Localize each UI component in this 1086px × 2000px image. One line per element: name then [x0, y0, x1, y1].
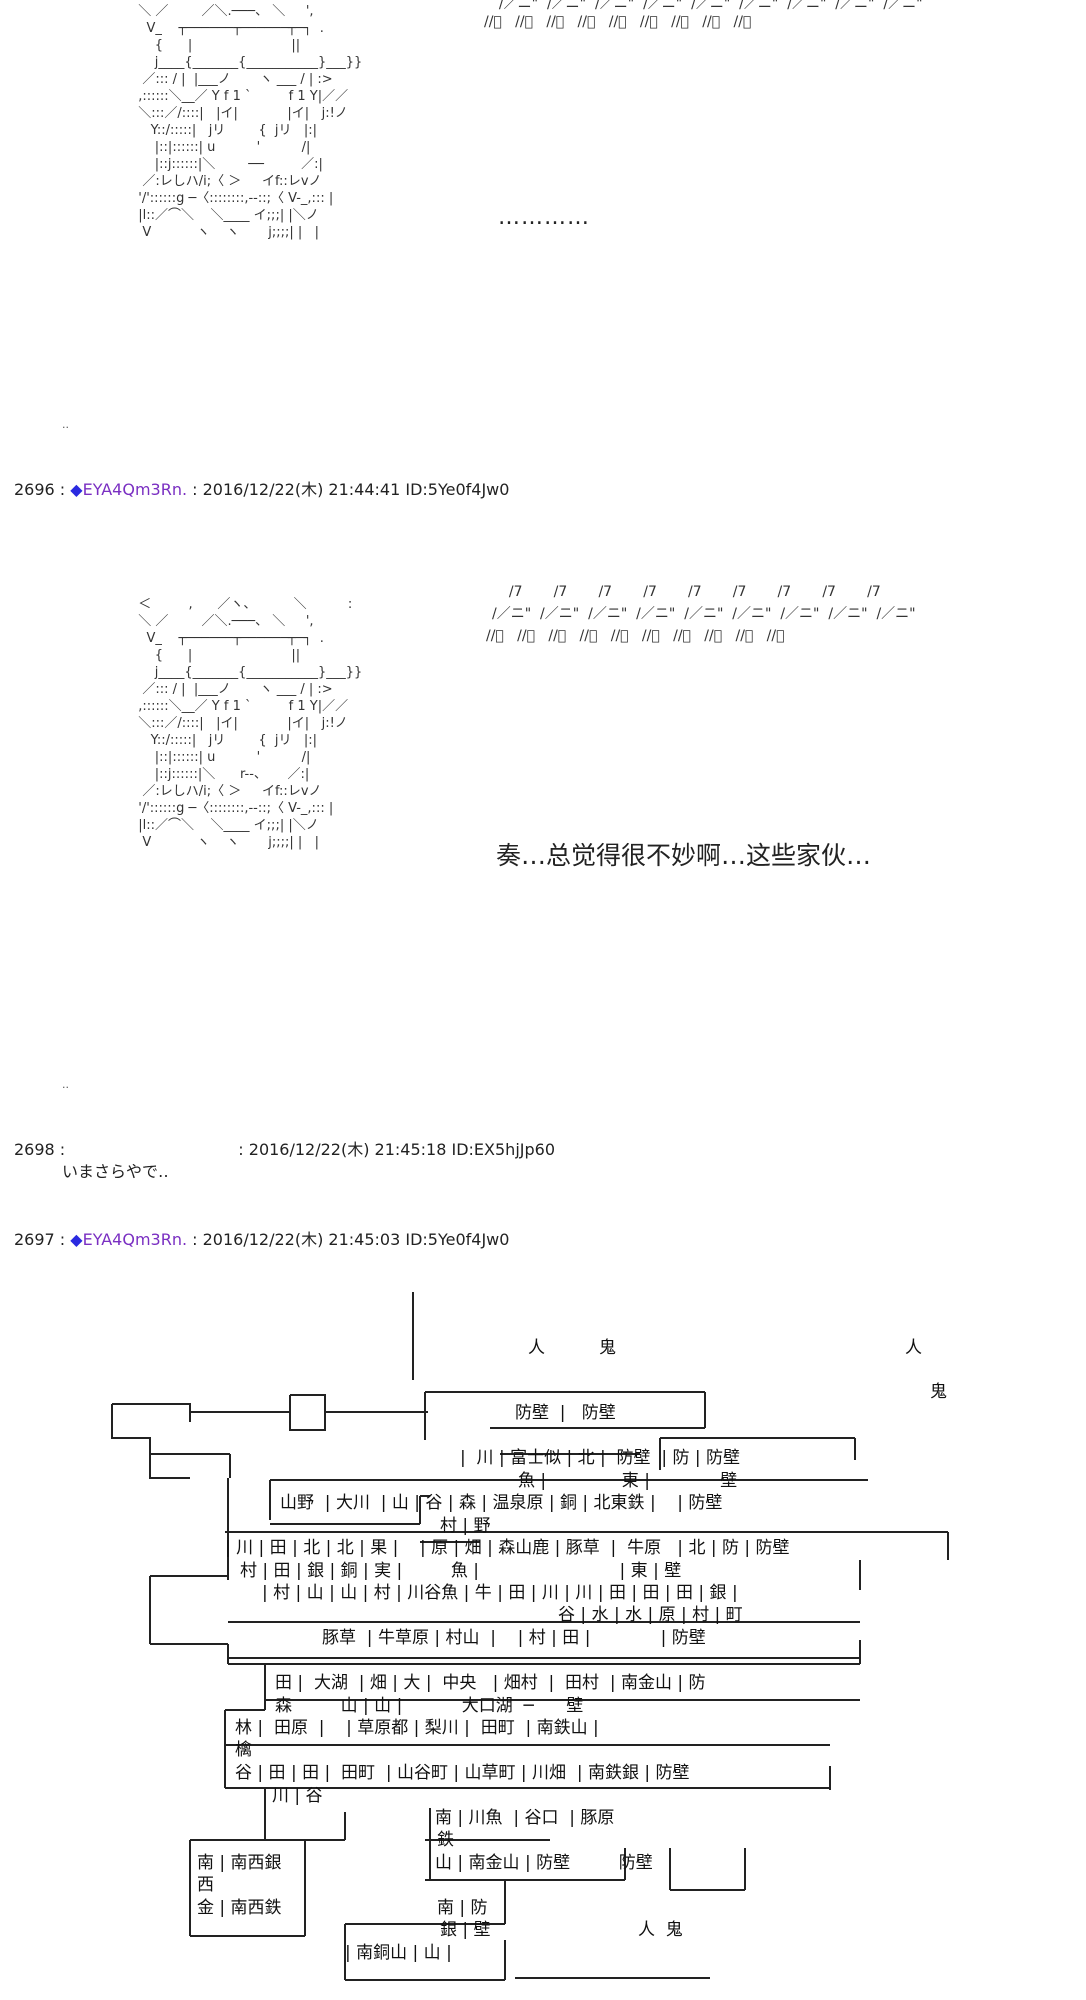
post-2696-header: 2696 : ◆EYA4Qm3Rn. : 2016/12/22(木) 21:44…: [14, 476, 509, 500]
ascii-art-top: ＜ , ／ヽ、 ＼ : ＼ ／ ／＼.───、 ＼ ', V_ ┬──────┬…: [138, 0, 363, 240]
small-marks-top: ..: [62, 418, 69, 431]
map-label-row: 南 | 南西銀: [197, 1853, 282, 1873]
map-label-row: 田 | 大湖 | 畑 | 大 | 中央 | 畑村 | 田村 | 南金山 | 防: [275, 1673, 706, 1693]
map-label-row: 鉄: [437, 1830, 454, 1850]
map-label-row: | 川 | 富士似 | 北 | 防壁 | 防 | 防壁: [460, 1448, 741, 1468]
trip-diamond-icon: ◆: [70, 1230, 83, 1249]
dialog-middle: 奏…总觉得很不妙啊…这些家伙…: [496, 841, 872, 870]
map-label-row: 西: [197, 1875, 214, 1895]
map-label-row: 豚草 | 牛草原 | 村山 | | 村 | 田 | | 防壁: [322, 1628, 706, 1648]
sfx-top-line-2: //ﾞ //ﾞ //ﾞ //ﾞ //ﾞ //ﾞ //ﾞ //ﾞ //ﾞ: [484, 14, 752, 30]
map-label-row: 村 | 野: [440, 1516, 491, 1536]
post-2698-header: 2698 : : 2016/12/22(木) 21:45:18 ID:EX5hj…: [14, 1136, 555, 1160]
post-number: 2696: [14, 480, 55, 499]
map-label-row: 谷 | 水 | 水 | 原 | 村 | 町: [558, 1605, 743, 1625]
map-label-row: 山野 | 大川 | 山 | 谷 | 森 | 温泉原 | 銅 | 北東鉄 | | …: [280, 1493, 723, 1513]
poster-name-link[interactable]: EYA4Qm3Rn.: [82, 480, 188, 499]
post-2697-header: 2697 : ◆EYA4Qm3Rn. : 2016/12/22(木) 21:45…: [14, 1226, 509, 1250]
map-label-row: 金 | 南西鉄: [197, 1898, 282, 1918]
poster-name-link[interactable]: EYA4Qm3Rn.: [82, 1230, 188, 1249]
map-label-oni-2: 人: [905, 1338, 922, 1358]
post-separator: :: [54, 1140, 71, 1159]
dialog-top: …………: [498, 205, 590, 230]
map-label-oni-3: 鬼: [930, 1382, 947, 1402]
map-label-row: 魚 | 東 | 壁: [518, 1471, 738, 1491]
small-marks-middle: ..: [62, 1078, 69, 1091]
map-label-row: | 村 | 山 | 山 | 村 | 川谷魚 | 牛 | 田 | 川 | 川 | …: [262, 1583, 738, 1603]
post-number: 2697: [14, 1230, 55, 1249]
post-meta: : 2016/12/22(木) 21:45:03 ID:5Ye0f4Jw0: [187, 1230, 510, 1249]
map-label-row: 銀 | 壁: [440, 1920, 491, 1940]
sfx-mid-line-2: /／ニ" /／ニ" /／ニ" /／ニ" /／ニ" /／ニ" /／ニ" /／ニ" …: [492, 606, 916, 622]
map-label-row: 防壁 | 防壁: [515, 1403, 616, 1423]
map-label-row: 人 鬼: [638, 1920, 683, 1940]
trip-diamond-icon: ◆: [70, 480, 83, 499]
sfx-top-line-1: /／ニ" /／ニ" /／ニ" /／ニ" /／ニ" /／ニ" /／ニ" /／ニ" …: [490, 0, 923, 12]
map-label-row: 南 | 川魚 | 谷口 | 豚原: [435, 1808, 615, 1828]
map-label-row: 山 | 南金山 | 防壁 防壁: [435, 1853, 653, 1873]
sfx-mid-line-1: /7 /7 /7 /7 /7 /7 /7 /7 /7: [500, 584, 881, 600]
map-label-row: 川 | 谷: [272, 1786, 323, 1806]
map-label-row: | 南銅山 | 山 |: [345, 1943, 452, 1963]
map-label-row: 檎: [235, 1740, 252, 1760]
map-label-row: 南 | 防: [437, 1898, 488, 1918]
post-meta: : 2016/12/22(木) 21:45:18 ID:EX5hjJp60: [238, 1140, 555, 1159]
post-number: 2698: [14, 1140, 55, 1159]
post-separator: :: [54, 1230, 71, 1249]
ascii-art-middle: ＜ , ／ヽ、 ＼ : ＼ ／ ／＼.───、 ＼ ', V_ ┬──────┬…: [138, 597, 363, 850]
map-label-row: | 川 | 田 | 北 | 北 | 果 | | 原 | 畑 | 森山鹿 | 豚草…: [225, 1538, 790, 1558]
post-separator: :: [54, 480, 71, 499]
map-label-row: 村 | 田 | 銀 | 銅 | 実 | 魚 | | 東 | 壁: [240, 1561, 682, 1581]
map-label-row: 森 山 | 山 | 大口湖 ─ 壁: [275, 1696, 584, 1716]
map-label-row: 林 | 田原 | | 草原都 | 梨川 | 田町 | 南鉄山 |: [235, 1718, 599, 1738]
map-label-row: 谷 | 田 | 田 | 田町 | 山谷町 | 山草町 | 川畑 | 南鉄銀 | …: [235, 1763, 690, 1783]
sfx-mid-line-3: //ﾞ //ﾞ //ﾞ //ﾞ //ﾞ //ﾞ //ﾞ //ﾞ //ﾞ //ﾞ: [486, 628, 785, 644]
post-meta: : 2016/12/22(木) 21:44:41 ID:5Ye0f4Jw0: [187, 480, 510, 499]
post-2698-body: いまさらやで‥: [62, 1162, 169, 1181]
map-label-oni-1: 人 鬼: [528, 1338, 617, 1358]
